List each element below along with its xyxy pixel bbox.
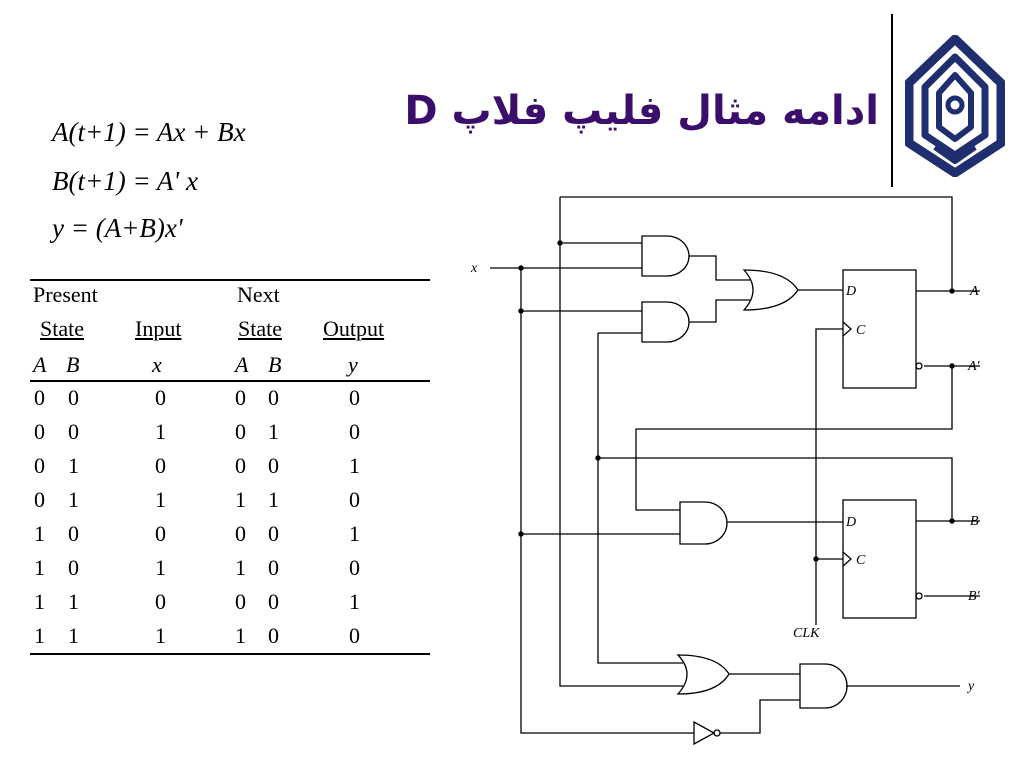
label-a-prime: A′ <box>967 359 981 374</box>
table-cell-next-a: 1 <box>235 487 246 512</box>
header-output: Output <box>323 316 385 341</box>
header-present: Present <box>33 282 98 307</box>
table-cell-b: 1 <box>68 453 79 478</box>
header-next-state: State <box>238 316 282 341</box>
label-a: A <box>969 284 979 299</box>
table-cell-next-b: 0 <box>268 589 279 614</box>
table-cell-x: 1 <box>155 555 166 580</box>
table-cell-x: 1 <box>155 487 166 512</box>
equation-a-text: A(t+1) = Ax + Bx <box>52 117 246 147</box>
table-cell-a: 0 <box>34 487 45 512</box>
table-cell-b: 0 <box>68 521 79 546</box>
label-d-b: D <box>845 515 856 530</box>
header-y: y <box>348 352 358 377</box>
table-cell-next-b: 0 <box>268 623 279 648</box>
table-cell-next-b: 1 <box>268 419 279 444</box>
label-x: x <box>470 261 478 276</box>
header-input: Input <box>135 316 182 341</box>
table-cell-x: 0 <box>155 453 166 478</box>
table-cell-y: 0 <box>349 419 360 444</box>
table-top-rule <box>30 279 430 281</box>
equation-b: B(t+1) = A' x <box>52 166 198 197</box>
table-cell-next-b: 1 <box>268 487 279 512</box>
equation-y-text: y = (A+B)x' <box>52 213 183 243</box>
table-cell-next-a: 1 <box>235 623 246 648</box>
table-cell-y: 0 <box>349 385 360 410</box>
table-cell-b: 0 <box>68 419 79 444</box>
table-cell-a: 1 <box>34 555 45 580</box>
table-cell-x: 0 <box>155 521 166 546</box>
table-cell-next-b: 0 <box>268 521 279 546</box>
page-title: ادامه مثال فلیپ فلاپ D <box>404 88 879 134</box>
table-cell-b: 0 <box>68 555 79 580</box>
table-cell-next-a: 0 <box>235 521 246 546</box>
header-next-a: A <box>235 352 249 377</box>
equation-y: y = (A+B)x' <box>52 213 183 244</box>
table-cell-y: 0 <box>349 487 360 512</box>
table-cell-b: 1 <box>68 623 79 648</box>
header-a: A <box>33 352 47 377</box>
table-cell-y: 1 <box>349 453 360 478</box>
title-divider <box>891 14 893 187</box>
table-cell-b: 1 <box>68 487 79 512</box>
table-cell-a: 1 <box>34 521 45 546</box>
table-cell-y: 1 <box>349 521 360 546</box>
table-cell-b: 0 <box>68 385 79 410</box>
table-cell-x: 1 <box>155 623 166 648</box>
table-cell-next-a: 0 <box>235 589 246 614</box>
table-cell-a: 1 <box>34 589 45 614</box>
table-cell-next-a: 0 <box>235 453 246 478</box>
table-cell-a: 1 <box>34 623 45 648</box>
table-cell-y: 0 <box>349 623 360 648</box>
table-cell-x: 1 <box>155 419 166 444</box>
table-cell-a: 0 <box>34 453 45 478</box>
university-emblem-logo <box>905 35 1005 177</box>
table-cell-next-b: 0 <box>268 555 279 580</box>
label-c-b: C <box>856 553 866 568</box>
label-c-a: C <box>856 323 866 338</box>
equation-a: A(t+1) = Ax + Bx <box>52 117 246 148</box>
table-cell-a: 0 <box>34 419 45 444</box>
table-cell-next-a: 1 <box>235 555 246 580</box>
label-clk: CLK <box>793 626 820 641</box>
table-cell-x: 0 <box>155 385 166 410</box>
header-next: Next <box>237 282 280 307</box>
circuit-diagram: x D C D C A A′ B B′ CLK y <box>470 196 981 746</box>
table-bottom-rule <box>30 653 430 655</box>
table-cell-b: 1 <box>68 589 79 614</box>
table-cell-y: 1 <box>349 589 360 614</box>
table-cell-a: 0 <box>34 385 45 410</box>
label-y: y <box>966 679 975 694</box>
header-state: State <box>40 316 84 341</box>
table-cell-next-b: 0 <box>268 385 279 410</box>
header-x: x <box>152 352 162 377</box>
table-header-rule <box>30 380 430 382</box>
header-next-b: B <box>268 352 282 377</box>
label-b: B <box>970 514 979 529</box>
table-cell-next-a: 0 <box>235 385 246 410</box>
label-b-prime: B′ <box>968 589 981 604</box>
table-cell-y: 0 <box>349 555 360 580</box>
label-d-a: D <box>845 284 856 299</box>
header-b: B <box>66 352 80 377</box>
table-cell-x: 0 <box>155 589 166 614</box>
equation-b-text: B(t+1) = A' x <box>52 166 198 196</box>
table-cell-next-b: 0 <box>268 453 279 478</box>
table-cell-next-a: 0 <box>235 419 246 444</box>
